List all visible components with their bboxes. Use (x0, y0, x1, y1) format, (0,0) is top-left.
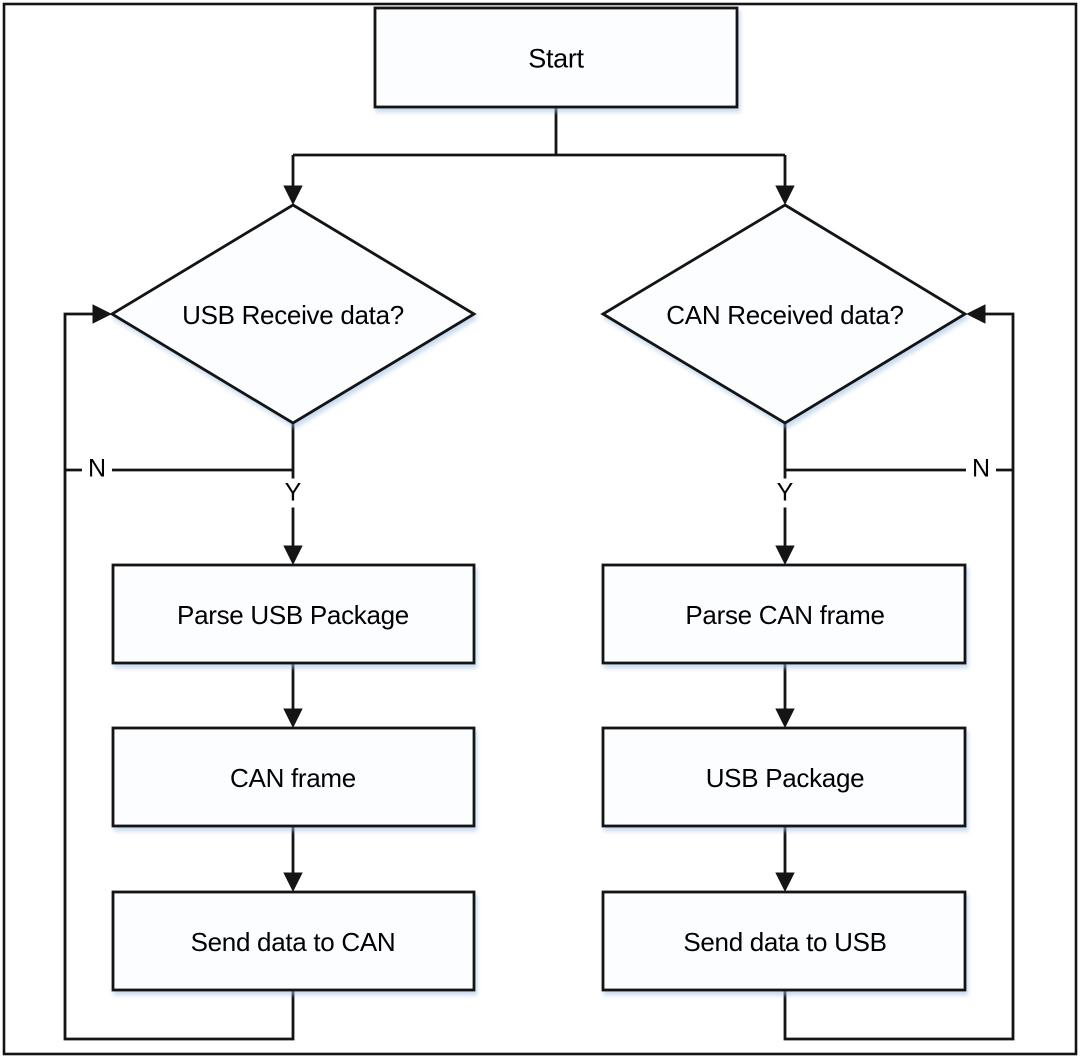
left-step3-node (111, 890, 476, 992)
connector-left-loop-back (63, 304, 295, 1041)
right-step2-node (601, 726, 967, 828)
right-decision-node (600, 203, 968, 425)
left-step2-node (111, 726, 476, 828)
right-step3-label: Send data to USB (683, 927, 887, 957)
left-yes-label: Y (278, 478, 308, 508)
left-step1-label: Parse USB Package (177, 600, 409, 630)
left-no-label: N (81, 454, 113, 484)
right-decision-label: CAN Received data? (666, 300, 904, 330)
left-step1-node (111, 563, 476, 665)
left-decision-label: USB Receive data? (182, 300, 404, 330)
start-node (373, 6, 739, 109)
right-no-label: N (965, 454, 997, 484)
start-node-label: Start (528, 43, 584, 74)
right-step2-label: USB Package (705, 763, 865, 793)
left-step2-label: CAN frame (230, 763, 356, 793)
right-step3-node (601, 890, 967, 992)
right-step1-node (601, 563, 967, 665)
right-yes-label: Y (770, 478, 800, 508)
left-decision-node (109, 203, 477, 425)
right-step1-label: Parse CAN frame (685, 600, 885, 630)
left-step3-label: Send data to CAN (190, 927, 396, 957)
connector-right-loop-back (783, 304, 1015, 1041)
